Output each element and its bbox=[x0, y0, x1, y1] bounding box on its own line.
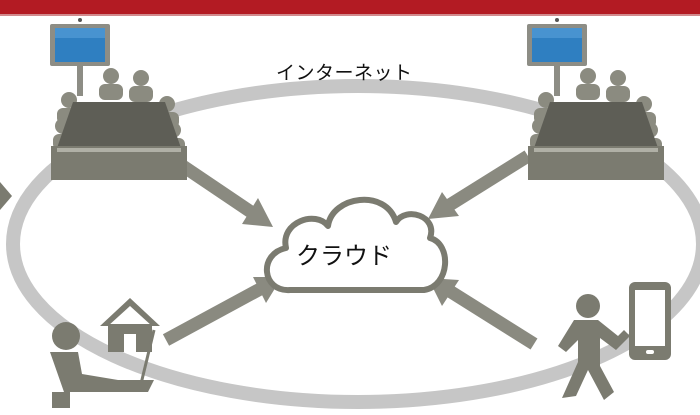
tablet-icon bbox=[629, 282, 671, 360]
arrow-from-home-worker bbox=[162, 277, 282, 346]
meeting-room-left-icon bbox=[50, 18, 187, 180]
top-banner bbox=[0, 0, 700, 14]
house-icon bbox=[100, 298, 160, 389]
arrow-from-right-room bbox=[428, 150, 532, 219]
internet-label: インターネット bbox=[276, 62, 413, 84]
cloud-label: クラウド bbox=[296, 242, 392, 270]
arrow-from-mobile-user bbox=[428, 278, 538, 350]
left-chevron-icon bbox=[0, 182, 12, 210]
person-at-laptop-icon bbox=[50, 322, 154, 408]
meeting-room-right-icon bbox=[527, 18, 664, 180]
internet-ring bbox=[6, 79, 700, 409]
cloud-icon bbox=[264, 196, 448, 293]
remote-worker-home-icon bbox=[50, 298, 160, 408]
walking-person-with-tablet-icon bbox=[558, 282, 671, 400]
